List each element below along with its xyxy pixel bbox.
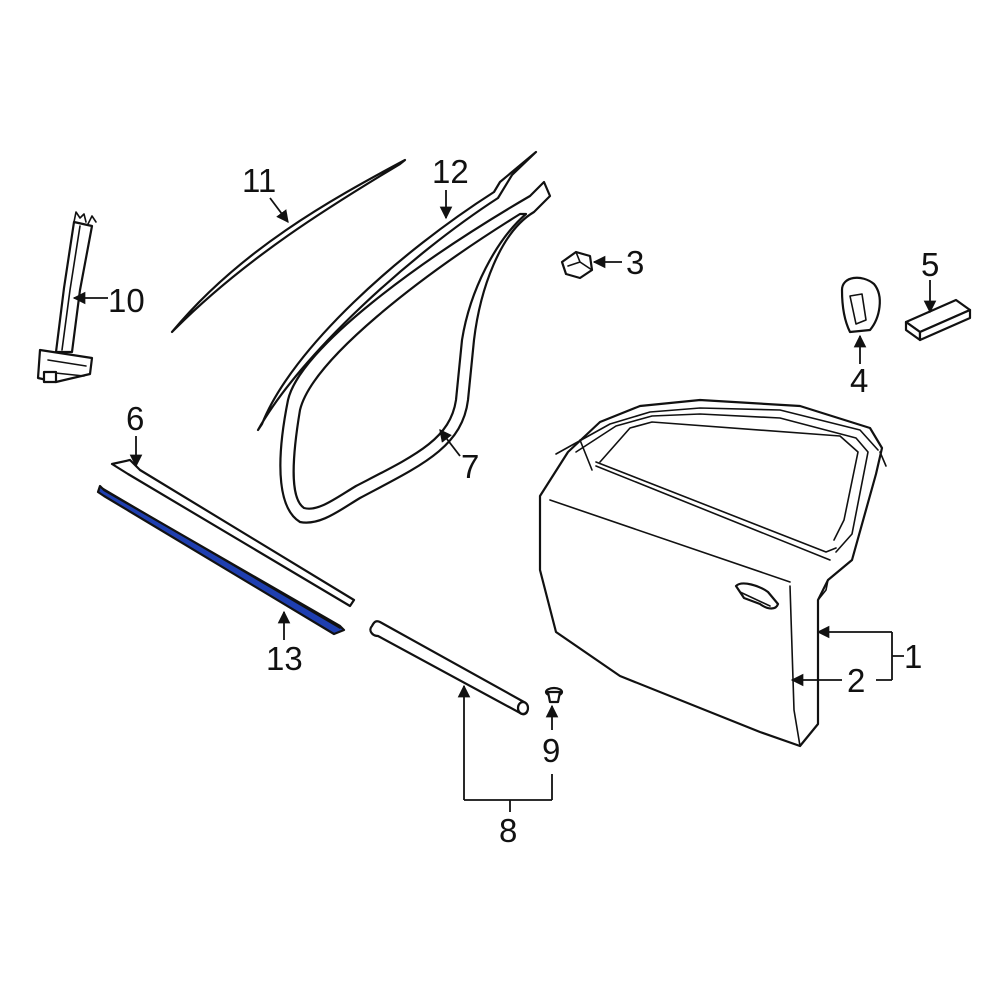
callout-7: 7: [461, 448, 479, 485]
callout-11: 11: [242, 162, 276, 199]
cap-part[interactable]: [840, 276, 881, 334]
callout-2: 2: [847, 662, 865, 699]
door-seal-tube-part[interactable]: [369, 620, 530, 716]
callout-3: 3: [626, 244, 644, 281]
callout-6: 6: [126, 400, 144, 437]
callout-8: 8: [499, 812, 517, 849]
clip-part[interactable]: [560, 250, 594, 280]
push-pin-part[interactable]: [544, 686, 564, 704]
front-door-part[interactable]: [538, 398, 887, 748]
door-weatherstrip-part[interactable]: [279, 180, 552, 524]
callout-13: 13: [266, 640, 303, 677]
callout-12: 12: [432, 153, 469, 190]
pad-part[interactable]: [904, 298, 972, 342]
callout-5: 5: [921, 246, 939, 283]
lower-molding-part[interactable]: [96, 484, 346, 636]
callout-10: 10: [108, 282, 145, 319]
callout-4: 4: [850, 362, 868, 399]
callout-1: 1: [904, 638, 922, 675]
leader-lines: [72, 190, 937, 812]
callout-labels: 1 2 3 4 5 6 7 8 9 10 11 12 13: [108, 153, 939, 849]
callout-9: 9: [542, 732, 560, 769]
pillar-garnish-part[interactable]: [36, 211, 97, 384]
roof-molding-part[interactable]: [170, 158, 407, 334]
